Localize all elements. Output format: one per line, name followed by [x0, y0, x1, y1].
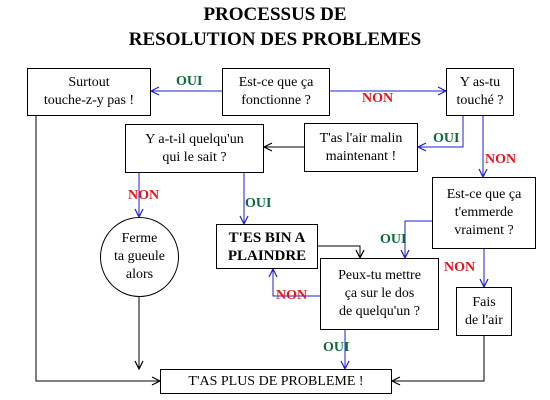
edge-non-loop: [273, 269, 320, 297]
label-non-touche: NON: [362, 91, 394, 106]
label-non-ferme: NON: [128, 188, 160, 203]
edge-surtout-final: [35, 116, 160, 381]
edge-fais-final: [392, 336, 485, 381]
node-final: T'AS PLUS DE PROBLEME !: [160, 369, 392, 394]
label-non-emmerde: NON: [485, 152, 517, 167]
label-oui-plaindre: OUI: [245, 196, 272, 211]
label-non-loop: NON: [276, 288, 308, 303]
edge-plaindre-dos: [318, 245, 360, 258]
label-oui-malin: OUI: [433, 131, 460, 146]
label-oui-dos: OUI: [380, 232, 407, 247]
title-line-2: RESOLUTION DES PROBLEMES: [128, 29, 422, 50]
label-oui-surtout: OUI: [176, 74, 203, 89]
title-line-1: PROCESSUS DE: [203, 4, 347, 25]
label-oui-final: OUI: [323, 340, 350, 355]
edge-oui-dos: [405, 220, 432, 258]
label-non-fais: NON: [444, 260, 476, 275]
edge-oui-malin: [418, 116, 464, 147]
